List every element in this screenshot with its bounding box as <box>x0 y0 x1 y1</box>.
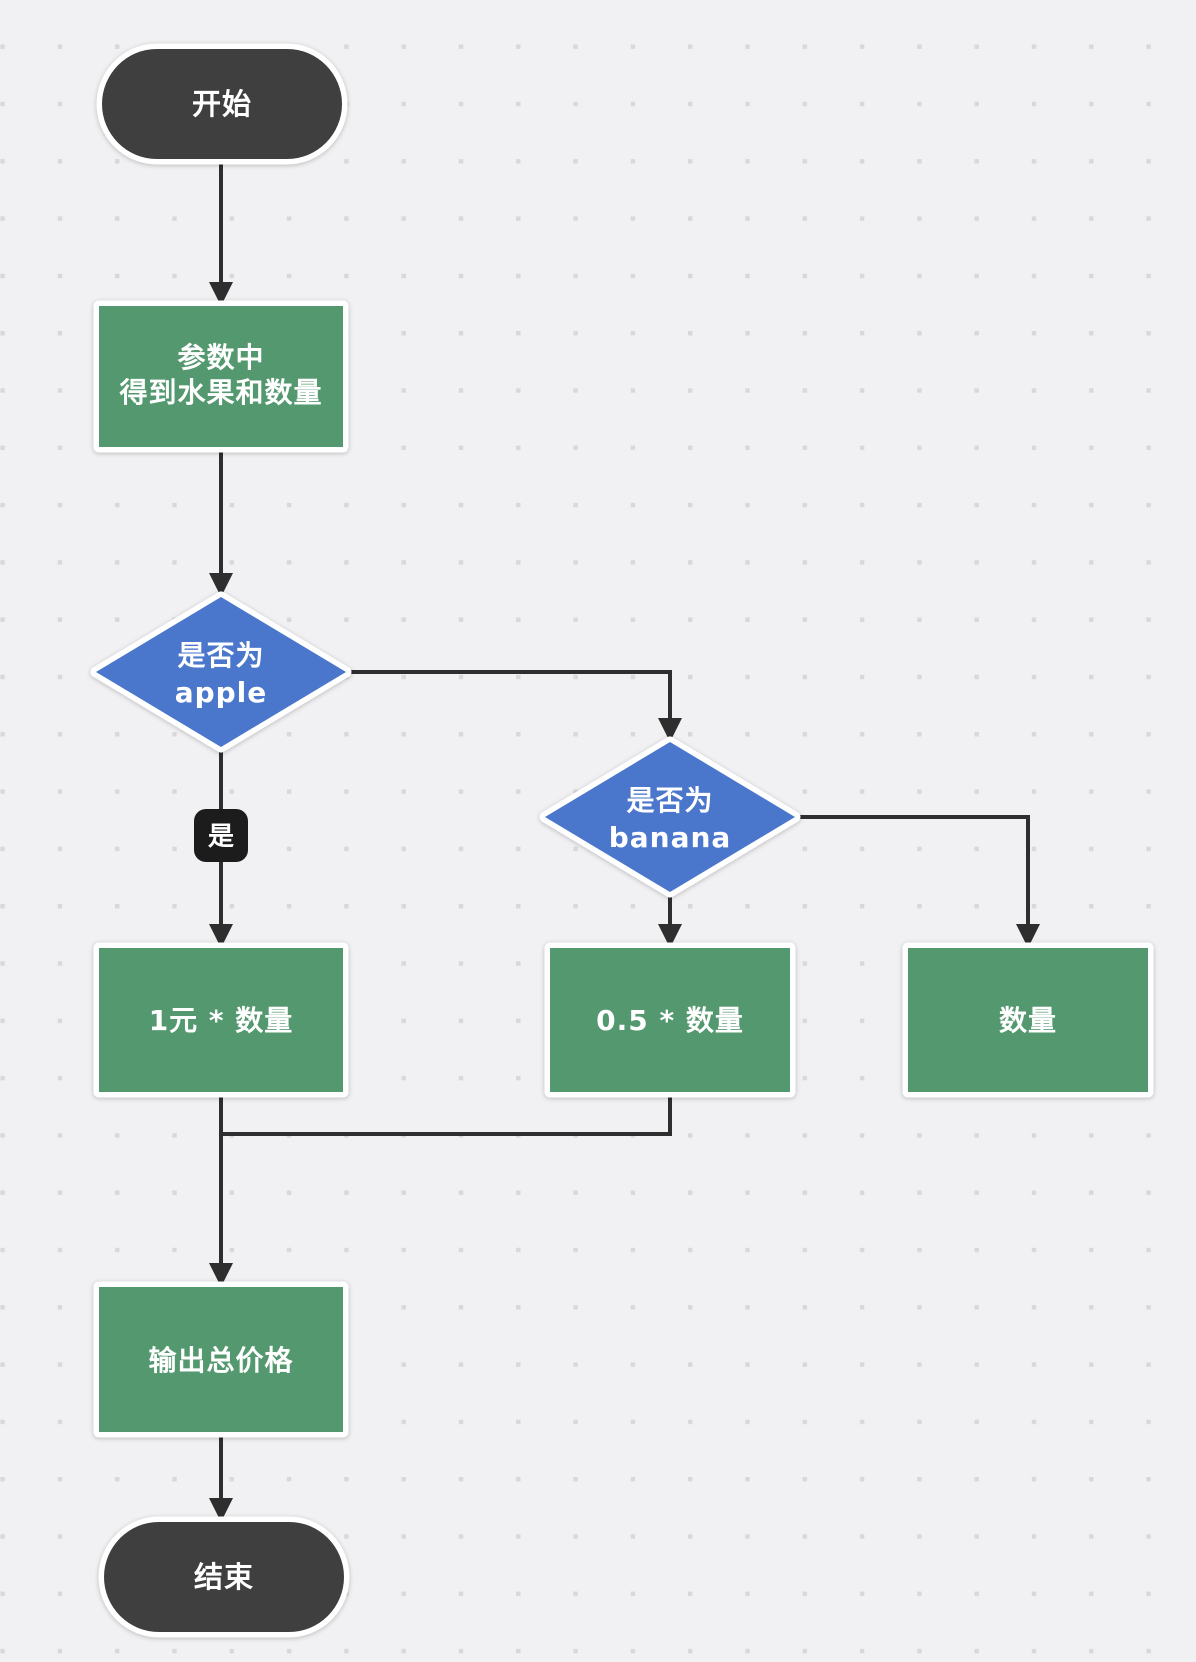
node-is-apple[interactable]: 是否为 apple <box>90 591 352 753</box>
other-total-label: 数量 <box>999 1004 1057 1037</box>
read-params-label-line2: 得到水果和数量 <box>118 376 322 409</box>
apple-total-label: 1元 * 数量 <box>149 1004 294 1037</box>
arrowhead-read-params <box>209 282 233 306</box>
output-total-label: 输出总价格 <box>148 1344 293 1377</box>
apple-total-rect-shape[interactable] <box>93 942 349 1098</box>
is-banana-diamond-shape[interactable] <box>539 736 801 898</box>
arrowhead-output-total <box>209 1263 233 1287</box>
yes-badge-shape[interactable] <box>194 809 248 862</box>
start-pill-shape[interactable] <box>96 43 348 165</box>
arrowhead-end <box>209 1498 233 1522</box>
is-banana-label-line2: banana <box>609 821 732 854</box>
node-end[interactable]: 结束 <box>98 1516 350 1638</box>
node-read-params[interactable]: 参数中 得到水果和数量 <box>93 300 349 453</box>
node-is-banana[interactable]: 是否为 banana <box>539 736 801 898</box>
is-apple-label-line2: apple <box>175 676 268 709</box>
arrowhead-banana-total <box>658 924 682 948</box>
arrowhead-is-banana <box>658 718 682 742</box>
edge-is-banana-to-other-total[interactable] <box>795 815 1030 926</box>
end-label: 结束 <box>194 1560 254 1594</box>
is-banana-label-line1: 是否为 <box>626 784 713 817</box>
other-total-rect-shape[interactable] <box>902 942 1154 1098</box>
node-other-total[interactable]: 数量 <box>902 942 1154 1098</box>
arrowhead-other-total <box>1016 924 1040 948</box>
read-params-label-line1: 参数中 <box>177 341 264 374</box>
node-output-total[interactable]: 输出总价格 <box>93 1281 349 1438</box>
edge-label-yes[interactable]: 是 <box>194 809 248 862</box>
arrowhead-apple-total <box>209 924 233 948</box>
is-apple-diamond-shape[interactable] <box>90 591 352 753</box>
node-banana-total[interactable]: 0.5 * 数量 <box>544 942 796 1098</box>
edge-banana-total-merge[interactable] <box>221 1092 672 1136</box>
read-params-rect-shape[interactable] <box>93 300 349 453</box>
start-label: 开始 <box>192 87 252 121</box>
node-start[interactable]: 开始 <box>96 43 348 165</box>
arrowhead-is-apple <box>209 573 233 597</box>
edge-is-apple-to-is-banana[interactable] <box>346 670 672 720</box>
banana-total-label: 0.5 * 数量 <box>596 1004 744 1037</box>
is-apple-label-line1: 是否为 <box>177 639 264 672</box>
end-pill-shape[interactable] <box>98 1516 350 1638</box>
output-total-rect-shape[interactable] <box>93 1281 349 1438</box>
node-apple-total[interactable]: 1元 * 数量 <box>93 942 349 1098</box>
banana-total-rect-shape[interactable] <box>544 942 796 1098</box>
yes-badge-label: 是 <box>208 822 234 852</box>
